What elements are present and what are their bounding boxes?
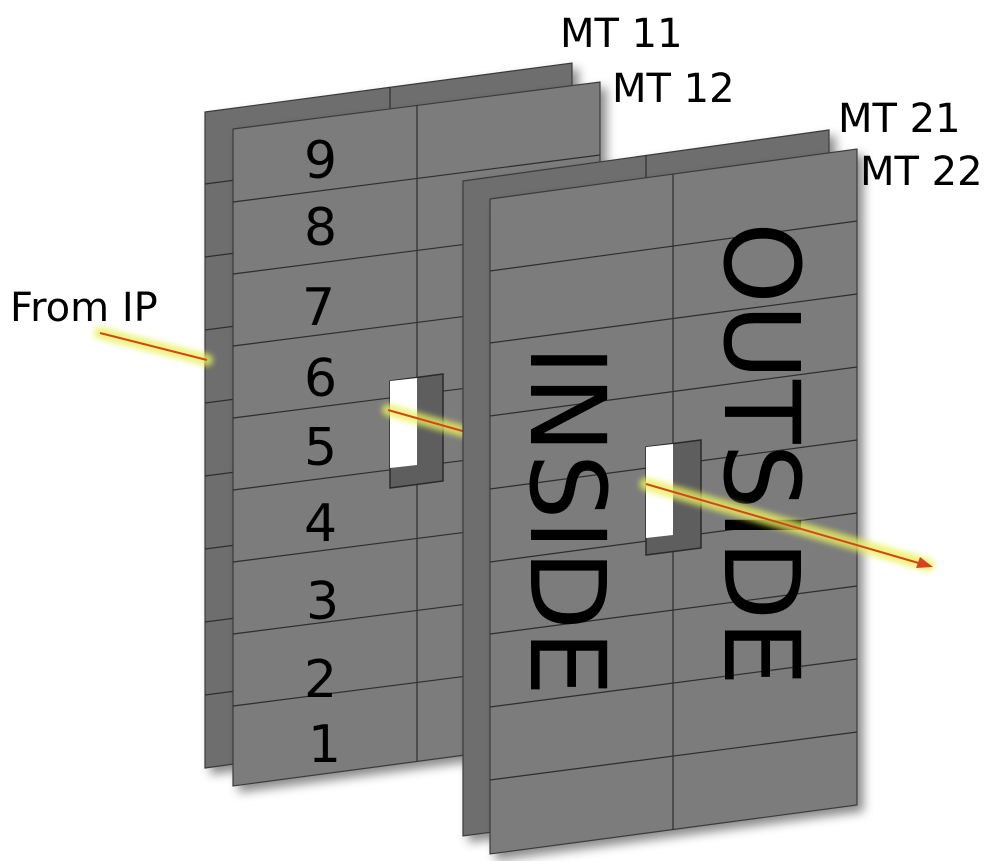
track-arrowhead-icon bbox=[916, 557, 933, 568]
inside-label: INSIDE bbox=[506, 345, 628, 696]
mt1-hole bbox=[389, 373, 444, 489]
track-segment-middle bbox=[382, 404, 472, 438]
mt22-label: MT 22 bbox=[860, 149, 983, 195]
mt12-label: MT 12 bbox=[612, 66, 735, 112]
row-label-1: 1 bbox=[308, 715, 341, 775]
row-label-3: 3 bbox=[306, 572, 339, 632]
row-label-7: 7 bbox=[302, 278, 335, 338]
outside-label: OUTSIDE bbox=[700, 222, 822, 686]
row-numbers: 9 8 7 6 5 4 3 2 1 bbox=[302, 131, 341, 775]
row-label-9: 9 bbox=[304, 131, 337, 191]
track-outgoing bbox=[639, 477, 935, 572]
mt21-label: MT 21 bbox=[838, 96, 961, 142]
from-ip-label: From IP bbox=[10, 285, 158, 331]
row-label-6: 6 bbox=[304, 349, 337, 409]
row-label-2: 2 bbox=[304, 650, 337, 710]
row-label-8: 8 bbox=[304, 198, 337, 258]
row-label-5: 5 bbox=[304, 418, 337, 478]
mt11-label: MT 11 bbox=[560, 11, 683, 57]
track-incoming bbox=[94, 327, 213, 366]
row-label-4: 4 bbox=[304, 494, 337, 554]
